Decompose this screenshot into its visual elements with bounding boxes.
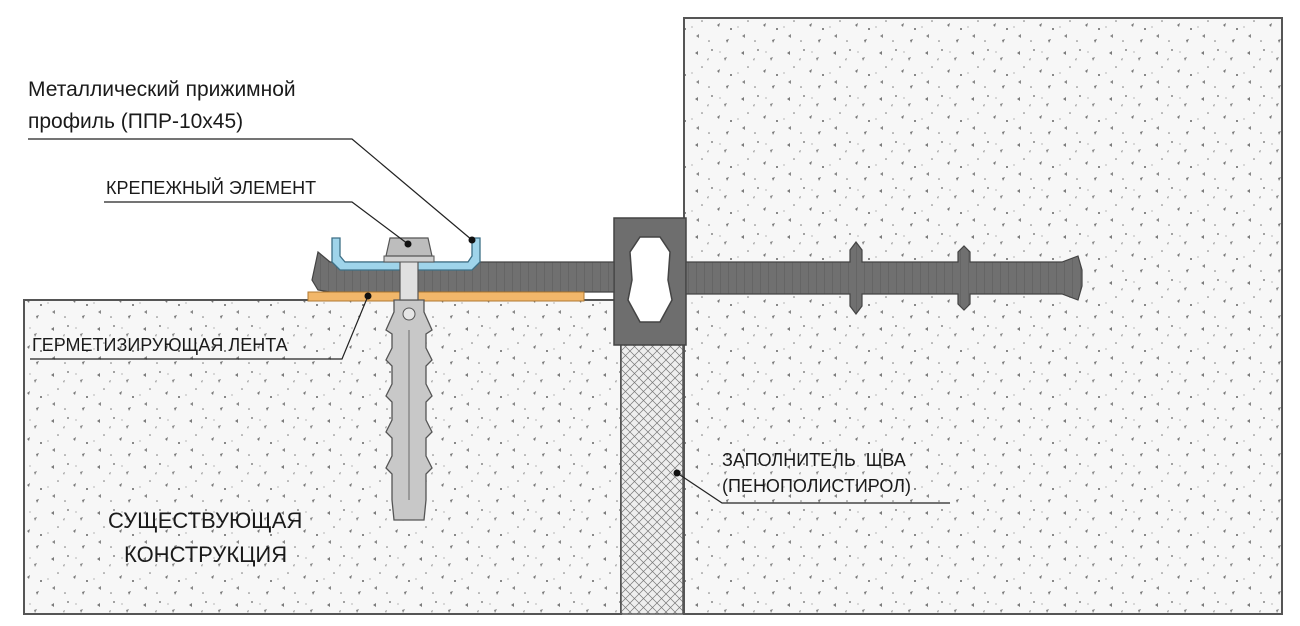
leader-dot-fastener bbox=[404, 240, 412, 248]
label-profile-line1: Металлический прижимной bbox=[28, 78, 296, 101]
sealing-tape bbox=[307, 291, 585, 302]
leader-dot-tape bbox=[364, 292, 372, 300]
leader-fastener bbox=[104, 201, 409, 245]
label-fastener: КРЕПЕЖНЫЙ ЭЛЕМЕНТ bbox=[106, 177, 316, 198]
anchor-head-ring bbox=[402, 307, 416, 321]
label-profile-line2: профиль (ППР-10х45) bbox=[28, 110, 243, 133]
label-filler-line1: ЗАПОЛНИТЕЛЬ ШВА bbox=[722, 450, 906, 470]
adjacent-structure-slab bbox=[683, 17, 1283, 615]
leader-dot-filler bbox=[673, 469, 681, 477]
leader-tape bbox=[30, 295, 369, 360]
waterstop-left-flange bbox=[311, 250, 615, 293]
joint-filler-polystyrene bbox=[620, 343, 684, 615]
leader-filler bbox=[676, 472, 950, 504]
waterstop-right-flange bbox=[685, 241, 1083, 315]
anchor-dowel-slot bbox=[408, 330, 410, 500]
label-filler-line2: (ПЕНОПОЛИСТИРОЛ) bbox=[722, 476, 911, 496]
label-sealing-tape: ГЕРМЕТИЗИРУЮЩАЯ ЛЕНТА bbox=[32, 335, 288, 355]
fastener-washer bbox=[383, 255, 435, 263]
leader-profile bbox=[28, 138, 473, 241]
label-existing-line1: СУЩЕСТВУЮЩАЯ bbox=[108, 508, 302, 533]
leader-dot-profile bbox=[468, 236, 476, 244]
existing-structure-slab bbox=[23, 299, 622, 615]
label-existing-line2: КОНСТРУКЦИЯ bbox=[124, 542, 287, 567]
waterstop-bulb-hole bbox=[627, 236, 673, 323]
